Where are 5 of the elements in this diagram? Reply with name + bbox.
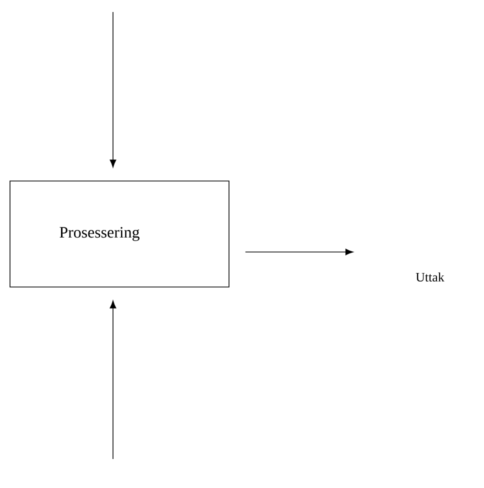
arrow [110, 300, 116, 460]
process-box: Prosessering [10, 180, 230, 288]
arrow [110, 12, 116, 168]
arrow [245, 248, 354, 256]
text-label: Uttak [416, 272, 444, 282]
